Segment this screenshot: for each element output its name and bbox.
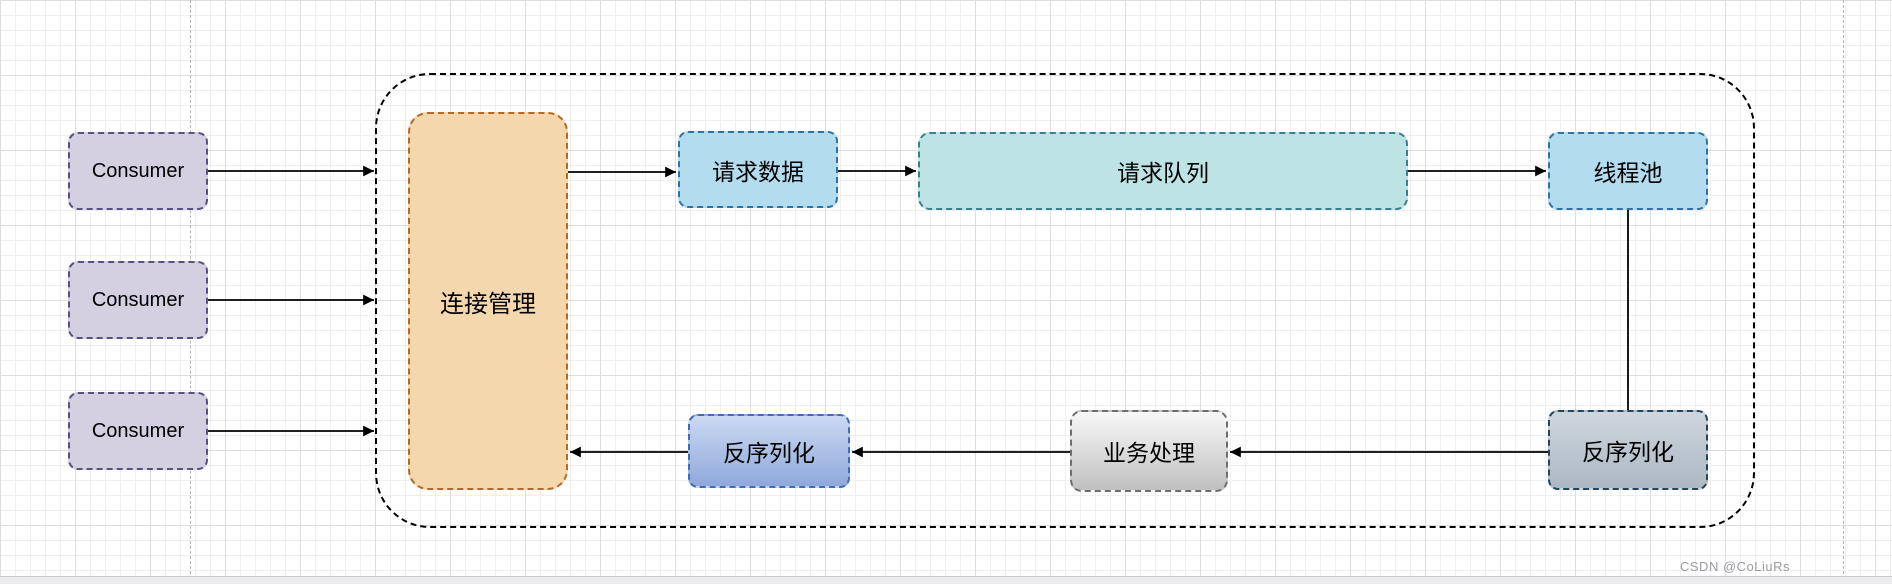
node-connection-manager: 连接管理 bbox=[408, 112, 568, 490]
node-consumer-1: Consumer bbox=[68, 132, 208, 210]
node-deserialize-right: 反序列化 bbox=[1548, 410, 1708, 490]
csdn-watermark: CSDN @CoLiuRs bbox=[1680, 559, 1790, 574]
node-business-process: 业务处理 bbox=[1070, 410, 1228, 492]
node-request-queue: 请求队列 bbox=[918, 132, 1408, 210]
node-request-data: 请求数据 bbox=[678, 131, 838, 208]
node-consumer-3: Consumer bbox=[68, 392, 208, 470]
page-boundary-line-right bbox=[1843, 0, 1844, 584]
node-deserialize-left: 反序列化 bbox=[688, 414, 850, 488]
node-consumer-2: Consumer bbox=[68, 261, 208, 339]
window-bottom-strip bbox=[0, 576, 1892, 584]
server-boundary-frame bbox=[375, 73, 1755, 528]
node-thread-pool: 线程池 bbox=[1548, 132, 1708, 210]
